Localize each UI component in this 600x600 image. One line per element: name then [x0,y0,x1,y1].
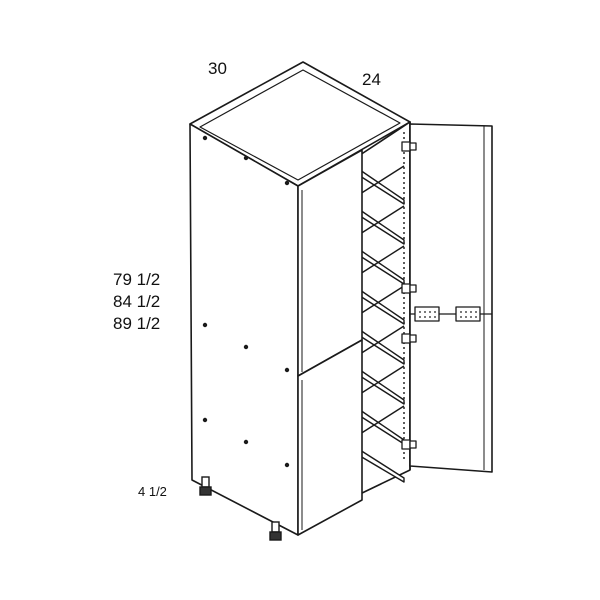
cabinet-left-side [189,123,299,536]
side-panel-holes [202,135,290,468]
height-dimension-label-3: 89 1/2 [113,314,160,333]
leveling-leg [199,476,212,496]
leveling-legs [199,476,282,541]
hinge [401,439,417,450]
height-dimension-label-2: 84 1/2 [113,292,160,311]
hinge [401,333,417,344]
bracket-holes [419,311,477,318]
lower-left-door [297,339,363,536]
hinge [401,283,417,294]
door-bracket-hardware [410,306,492,322]
height-dimension-label-1: 79 1/2 [113,270,160,289]
width-dimension-label: 30 [208,59,227,78]
hinge [401,141,417,152]
leveling-leg [269,521,282,541]
upper-left-door [297,149,363,377]
depth-dimension-label: 24 [362,70,381,89]
toe-kick-dimension-label: 4 1/2 [138,484,167,499]
hinges [401,141,417,450]
open-right-door [409,123,493,473]
